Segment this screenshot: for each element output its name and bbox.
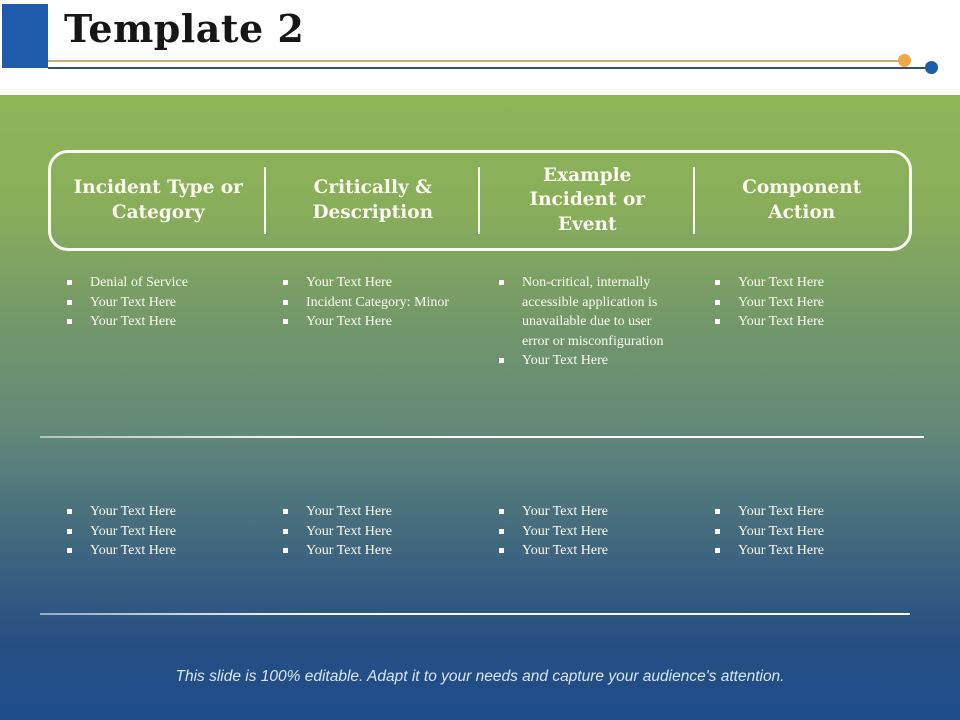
bullet-item: Your Text Here [712, 541, 893, 561]
bullet-item: Your Text Here [64, 502, 245, 522]
bullet-item: Your Text Here [64, 312, 245, 332]
bullet-item: Your Text Here [64, 541, 245, 561]
divider-line-2 [40, 613, 910, 615]
bullet-item: Your Text Here [712, 522, 893, 542]
column-header-label: Incident Type or Category [73, 177, 243, 223]
column-header-critically: Critically & Description [266, 153, 481, 248]
column-header-label: Component Action [742, 177, 862, 223]
column-header-example-incident: Example Incident or Event [480, 153, 695, 248]
bullet-item: Your Text Here [712, 273, 893, 293]
title-underline-olive [48, 60, 906, 62]
footer-note: This slide is 100% editable. Adapt it to… [175, 668, 785, 685]
title-underline-navy [48, 67, 932, 69]
bullet-item: Your Text Here [496, 351, 677, 371]
bullet-item: Your Text Here [64, 522, 245, 542]
bullet-item: Your Text Here [280, 273, 461, 293]
column-header-label: Example Incident or Event [529, 165, 646, 235]
column-header-incident-type: Incident Type or Category [51, 153, 266, 248]
bullet-item: Your Text Here [712, 293, 893, 313]
orange-dot [898, 54, 911, 67]
bullet-item: Non-critical, internally accessible appl… [496, 273, 677, 351]
slide-body: Incident Type or Category Critically & D… [0, 95, 960, 720]
bullet-item: Your Text Here [496, 541, 677, 561]
bullet-item: Incident Category: Minor [280, 293, 461, 313]
bullet-item: Your Text Here [280, 522, 461, 542]
column-header-label: Critically & Description [312, 177, 434, 223]
bullet-item: Denial of Service [64, 273, 245, 293]
divider-line-1 [40, 436, 924, 438]
bullet-item: Your Text Here [496, 522, 677, 542]
table-header-box: Incident Type or Category Critically & D… [48, 150, 912, 251]
blue-dot [925, 61, 938, 74]
column-header-component-action: Component Action [695, 153, 910, 248]
bullet-item: Your Text Here [280, 541, 461, 561]
bullet-list-row1-col3: Non-critical, internally accessible appl… [480, 273, 696, 371]
bullet-item: Your Text Here [64, 293, 245, 313]
bullet-item: Your Text Here [712, 312, 893, 332]
bullet-item: Your Text Here [712, 502, 893, 522]
page-title: Template 2 [64, 6, 305, 51]
bullet-item: Your Text Here [496, 502, 677, 522]
accent-square [2, 4, 48, 68]
bullet-item: Your Text Here [280, 312, 461, 332]
bullet-item: Your Text Here [280, 502, 461, 522]
